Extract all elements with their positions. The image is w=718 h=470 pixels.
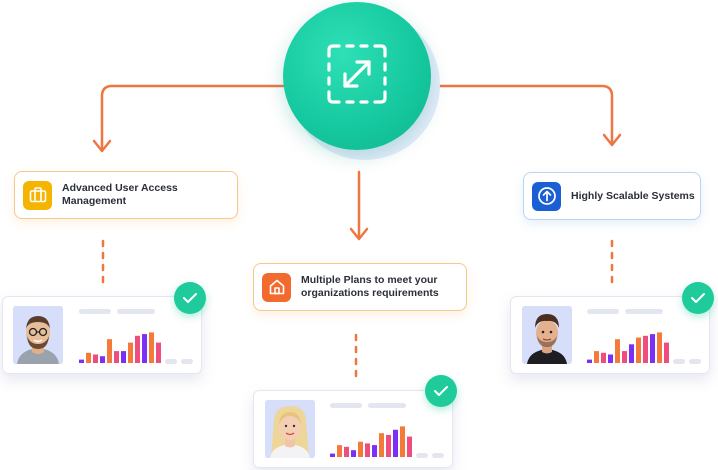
avatar bbox=[522, 306, 572, 364]
placeholder-line bbox=[689, 359, 701, 364]
check-icon bbox=[174, 282, 206, 314]
home-icon bbox=[262, 272, 291, 302]
placeholder-line bbox=[625, 309, 663, 314]
profile-card-right bbox=[510, 296, 710, 374]
placeholder-line bbox=[416, 453, 428, 458]
activity-bar bbox=[407, 436, 412, 457]
briefcase-icon bbox=[23, 180, 52, 210]
activity-bar bbox=[622, 351, 627, 363]
activity-bar bbox=[365, 443, 370, 457]
activity-bar bbox=[156, 342, 161, 363]
activity-bar bbox=[379, 433, 384, 457]
activity-bar bbox=[636, 337, 641, 363]
placeholder-line bbox=[330, 403, 362, 408]
connector-left bbox=[100, 84, 288, 152]
check-icon bbox=[682, 282, 714, 314]
placeholder-line bbox=[673, 359, 685, 364]
activity-bar bbox=[358, 441, 363, 457]
activity-bar bbox=[86, 352, 91, 363]
activity-bar bbox=[629, 344, 634, 363]
activity-bar bbox=[100, 356, 105, 363]
activity-bars bbox=[330, 426, 412, 457]
placeholder-line bbox=[587, 309, 619, 314]
activity-bar bbox=[587, 359, 592, 363]
profile-card-center bbox=[253, 390, 453, 468]
activity-bar bbox=[386, 434, 391, 457]
activity-bar bbox=[142, 334, 147, 363]
activity-bar bbox=[393, 429, 398, 457]
activity-bar bbox=[149, 332, 154, 363]
activity-bar bbox=[372, 445, 377, 457]
arrowhead-right bbox=[602, 133, 622, 147]
activity-bar bbox=[93, 354, 98, 363]
placeholder-line bbox=[181, 359, 193, 364]
activity-bar bbox=[594, 351, 599, 363]
activity-bar bbox=[664, 342, 669, 363]
feature-access-management: Advanced User Access Management bbox=[14, 171, 238, 219]
feature-label: Advanced User Access Management bbox=[62, 182, 178, 207]
feature-scalable-systems: Highly Scalable Systems bbox=[523, 172, 701, 220]
activity-bars bbox=[79, 332, 161, 363]
activity-bar bbox=[135, 335, 140, 363]
activity-bar bbox=[351, 450, 356, 457]
activity-bar bbox=[608, 354, 613, 363]
profile-card-left bbox=[2, 296, 202, 374]
activity-bar bbox=[650, 334, 655, 363]
activity-bar bbox=[344, 446, 349, 457]
arrow-up-circle-icon bbox=[532, 181, 561, 211]
activity-bar bbox=[107, 339, 112, 363]
connector-right bbox=[430, 84, 614, 146]
placeholder-line bbox=[165, 359, 177, 364]
activity-bar bbox=[643, 335, 648, 363]
check-icon bbox=[425, 375, 457, 407]
placeholder-line bbox=[432, 453, 444, 458]
activity-bar bbox=[121, 351, 126, 363]
placeholder-line bbox=[117, 309, 155, 314]
placeholder-line bbox=[368, 403, 406, 408]
activity-bar bbox=[615, 339, 620, 363]
activity-bar bbox=[337, 445, 342, 457]
resize-arrows-icon bbox=[325, 42, 389, 111]
arrowhead-center bbox=[349, 227, 369, 241]
feature-multiple-plans: Multiple Plans to meet your organization… bbox=[253, 263, 467, 311]
arrowhead-left bbox=[92, 139, 112, 153]
feature-label: Highly Scalable Systems bbox=[571, 189, 695, 202]
placeholder-line bbox=[79, 309, 111, 314]
activity-bar bbox=[657, 332, 662, 363]
activity-bar bbox=[79, 359, 84, 363]
activity-bar bbox=[601, 352, 606, 363]
feature-label: Multiple Plans to meet your organization… bbox=[301, 274, 439, 299]
activity-bar bbox=[400, 426, 405, 457]
activity-bars bbox=[587, 332, 669, 363]
central-hub bbox=[283, 2, 431, 150]
activity-bar bbox=[330, 453, 335, 457]
avatar bbox=[265, 400, 315, 458]
activity-bar bbox=[114, 351, 119, 363]
avatar bbox=[13, 306, 63, 364]
activity-bar bbox=[128, 342, 133, 363]
